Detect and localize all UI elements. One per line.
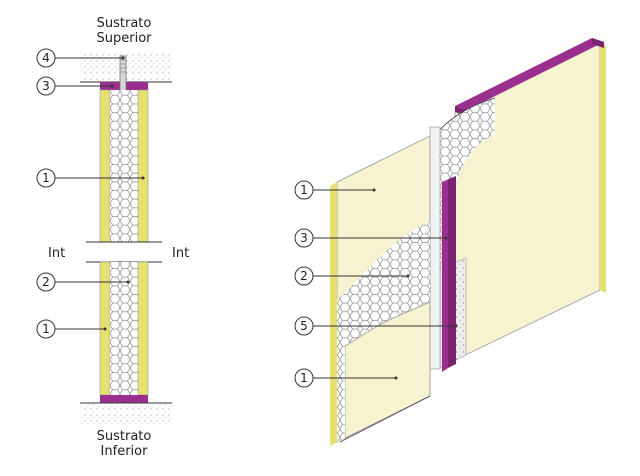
iso-top-track (455, 38, 604, 110)
bottom-substrate (80, 403, 172, 425)
svg-text:1: 1 (300, 371, 308, 385)
iso-stud (442, 180, 448, 372)
section-view: Sustrato Superior Int Int Sustrato (36, 16, 189, 459)
board-left-upper (99, 89, 111, 243)
svg-text:5: 5 (300, 319, 308, 333)
svg-text:3: 3 (300, 231, 308, 245)
view-callout-core: 2 (294, 266, 410, 286)
isometric-view: 1 3 2 5 1 (294, 38, 606, 446)
svg-text:4: 4 (42, 51, 50, 65)
view-callout-fill: 5 (294, 316, 458, 336)
section-callout-track: 3 (36, 76, 114, 96)
section-callout-board-upper: 1 (36, 168, 145, 188)
section-callout-core: 2 (36, 272, 130, 292)
board-right-upper (137, 89, 149, 243)
front-board-lower (344, 301, 431, 439)
view-callout-board-bottom: 1 (294, 368, 398, 388)
svg-text:2: 2 (300, 269, 308, 283)
svg-text:3: 3 (42, 79, 50, 93)
int-right-label: Int (172, 246, 189, 261)
bottom-track (100, 395, 148, 403)
board-right-lower (137, 261, 149, 396)
svg-text:1: 1 (300, 183, 308, 197)
back-board (454, 41, 601, 361)
svg-text:1: 1 (42, 322, 50, 336)
int-left-label: Int (48, 246, 65, 261)
section-callout-bolt: 4 (36, 48, 125, 68)
view-callout-board-top: 1 (294, 180, 376, 200)
top-substrate-label-1: Sustrato (97, 16, 152, 31)
svg-text:2: 2 (42, 275, 50, 289)
section-callout-board-lower: 1 (36, 319, 107, 339)
bottom-substrate-label-1: Sustrato (97, 429, 152, 444)
svg-text:1: 1 (42, 171, 50, 185)
view-callout-track: 3 (294, 228, 448, 248)
bottom-substrate-label-2: Inferior (101, 444, 149, 459)
top-substrate-label-2: Superior (97, 31, 153, 46)
